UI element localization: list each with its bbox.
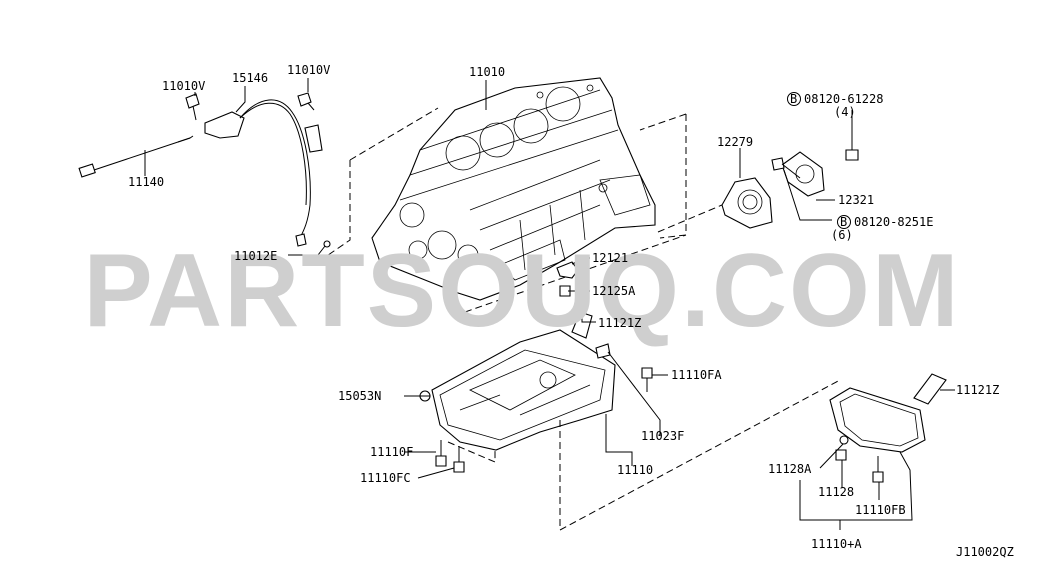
bolt-11110fa[interactable] (641, 367, 653, 392)
label-11010v-right[interactable]: 11010V (287, 63, 330, 77)
rear-seal-retainer[interactable] (721, 177, 773, 229)
label-11140[interactable]: 11140 (128, 175, 164, 189)
clip-11012e[interactable] (323, 240, 331, 248)
label-11128a[interactable]: 11128A (768, 462, 812, 476)
bolt-marker-icon-2 (837, 215, 851, 229)
label-11121z-upper[interactable]: 11121Z (598, 316, 641, 330)
leader-lines (144, 78, 955, 530)
watermark: PARTSOUQ.COM (83, 233, 960, 349)
label-11012e[interactable]: 11012E (234, 249, 277, 263)
label-11121z-lower[interactable]: 11121Z (956, 383, 999, 397)
bolt-marker-letter: B (790, 92, 797, 106)
label-11010[interactable]: 11010 (469, 65, 505, 79)
bolt-11110f[interactable] (435, 440, 447, 467)
bolt-11110fc[interactable] (453, 446, 465, 473)
gasket-12321[interactable] (781, 151, 825, 197)
block-frame (317, 107, 687, 313)
label-15053n[interactable]: 15053N (338, 389, 381, 403)
label-12279[interactable]: 12279 (717, 135, 753, 149)
bracket-12121[interactable] (556, 261, 579, 279)
bolt-08120-8251e[interactable] (771, 157, 801, 179)
label-11110f[interactable]: 11110F (370, 445, 413, 459)
label-12321[interactable]: 12321 (838, 193, 874, 207)
strainer-11121z-lower[interactable] (913, 373, 947, 405)
bolt-12125a[interactable] (559, 285, 571, 297)
bolt-11110fb[interactable] (872, 456, 884, 483)
diagram-code: J11002QZ (956, 545, 1014, 559)
label-12121[interactable]: 12121 (592, 251, 628, 265)
washer-11128a[interactable] (839, 435, 849, 445)
label-11110fb[interactable]: 11110FB (855, 503, 906, 517)
label-11010v-left[interactable]: 11010V (162, 79, 205, 93)
label-08120-61228[interactable]: 08120-61228 (804, 92, 883, 106)
label-11110fc[interactable]: 11110FC (360, 471, 411, 485)
strainer-11121z[interactable] (571, 311, 593, 339)
bolt-11010v-right[interactable] (297, 92, 315, 111)
oil-pan-upper[interactable] (431, 329, 616, 451)
oil-pan-lower[interactable] (829, 387, 926, 453)
label-08120-8251e-qty: (6) (831, 228, 853, 242)
cylinder-block[interactable] (371, 77, 656, 301)
bolt-11010v-left[interactable] (185, 93, 200, 121)
label-11128[interactable]: 11128 (818, 485, 854, 499)
bolt-marker-letter-2: B (840, 215, 847, 229)
plug-11128[interactable] (835, 449, 847, 461)
oil-level-gauge[interactable] (78, 135, 194, 178)
bolt-marker-icon (787, 92, 801, 106)
oil-gauge-guide[interactable] (204, 99, 323, 247)
label-15146[interactable]: 15146 (232, 71, 268, 85)
label-08120-61228-qty: (4) (834, 105, 856, 119)
label-12125a[interactable]: 12125A (592, 284, 636, 298)
label-11110fa[interactable]: 11110FA (671, 368, 722, 382)
label-11023f[interactable]: 11023F (641, 429, 684, 443)
label-11110[interactable]: 11110 (617, 463, 653, 477)
label-08120-8251e[interactable]: 08120-8251E (854, 215, 933, 229)
retainer-frame (657, 204, 723, 233)
label-11110a[interactable]: 11110+A (811, 537, 862, 551)
pan-frame (447, 379, 841, 531)
